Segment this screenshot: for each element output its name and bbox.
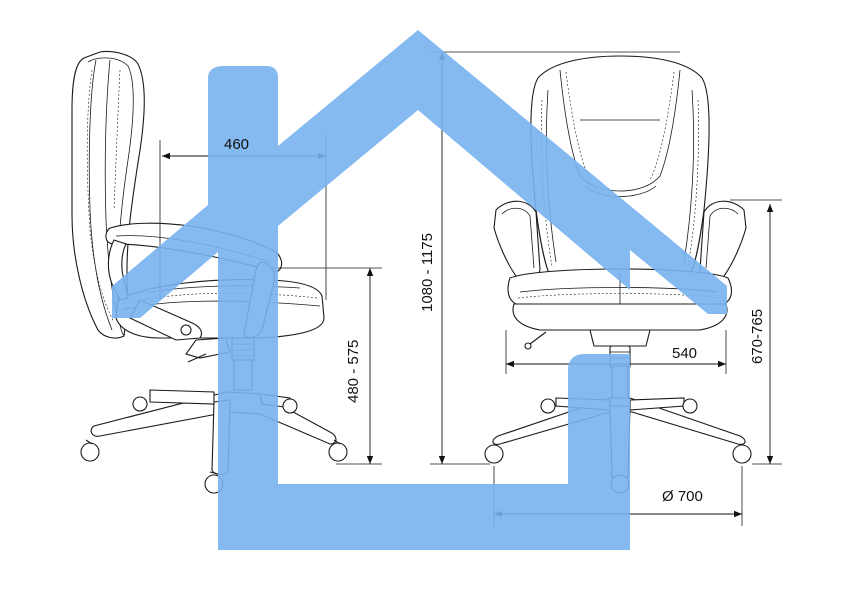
label-seat-width: 540 (672, 345, 697, 362)
label-base-diameter: Ø 700 (662, 488, 703, 505)
front-armrest-right (699, 200, 747, 282)
dimension-labels: 460 480 - 575 1080 - 1175 540 670-765 Ø … (224, 136, 766, 505)
label-total-height: 1080 - 1175 (419, 233, 436, 312)
label-seat-height: 480 - 575 (345, 340, 362, 403)
label-armrest-height: 670-765 (749, 309, 766, 364)
label-seat-depth: 460 (224, 136, 249, 153)
house-watermark (112, 30, 727, 550)
front-armrest-left (493, 200, 541, 282)
